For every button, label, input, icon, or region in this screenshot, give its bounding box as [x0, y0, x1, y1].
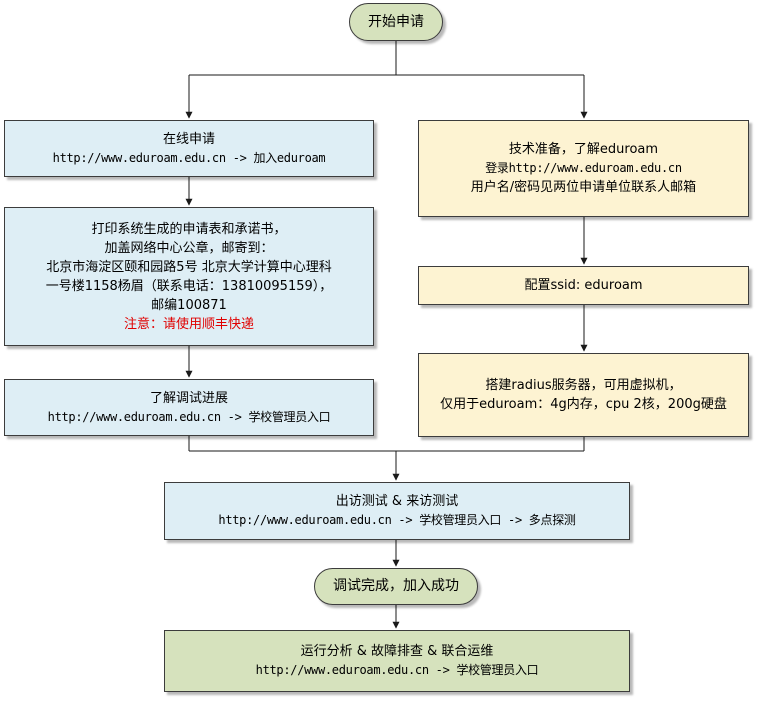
radius-setup-line-2: 仅用于eduroam：4g内存，cpu 2核，200g硬盘: [440, 397, 727, 412]
visit-test-title: 出访测试 & 来访测试: [335, 494, 459, 509]
operations-url: http://www.eduroam.edu.cn -> 学校管理员入口: [255, 663, 539, 677]
progress-title: 了解调试进展: [149, 390, 228, 406]
radius-setup-box: 搭建radius服务器，可用虚拟机， 仅用于eduroam：4g内存，cpu 2…: [418, 353, 749, 437]
mail-address-line-2: 一号楼1158杨眉（联系电话：13810095159），: [45, 278, 333, 294]
operations-box: 运行分析 & 故障排查 & 联合运维 http://www.eduroam.ed…: [164, 630, 630, 692]
online-apply-box: 在线申请 http://www.eduroam.edu.cn -> 加入edur…: [4, 120, 374, 177]
operations-title: 运行分析 & 故障排查 & 联合运维: [300, 644, 494, 659]
start-node: 开始申请: [349, 3, 443, 41]
start-label: 开始申请: [368, 13, 424, 30]
done-node: 调试完成，加入成功: [314, 568, 478, 605]
tech-prep-box: 技术准备，了解eduroam 登录http://www.eduroam.edu.…: [418, 120, 749, 217]
visit-test-url: http://www.eduroam.edu.cn -> 学校管理员入口 -> …: [218, 513, 576, 527]
online-apply-url: http://www.eduroam.edu.cn -> 加入eduroam: [52, 150, 326, 165]
tech-prep-line-1: 技术准备，了解eduroam: [508, 142, 659, 157]
radius-setup-line-1: 搭建radius服务器，可用虚拟机，: [485, 378, 682, 393]
done-label: 调试完成，加入成功: [333, 578, 459, 594]
tech-prep-line-3: 用户名/密码见两位申请单位联系人邮箱: [470, 180, 697, 195]
tech-prep-line-2: 登录http://www.eduroam.edu.cn: [485, 161, 682, 175]
ssid-config-box: 配置ssid: eduroam: [418, 266, 749, 305]
courier-notice: 注意：请使用顺丰快递: [123, 316, 254, 332]
print-line-1: 打印系统生成的申请表和承诺书，: [91, 221, 287, 237]
print-mail-box: 打印系统生成的申请表和承诺书， 加盖网络中心公章，邮寄到： 北京市海淀区颐和园路…: [4, 207, 374, 346]
progress-url: http://www.eduroam.edu.cn -> 学校管理员入口: [47, 409, 331, 424]
mail-postcode: 邮编100871: [151, 297, 227, 313]
ssid-config-label: 配置ssid: eduroam: [524, 278, 643, 293]
print-line-2: 加盖网络中心公章，邮寄到：: [104, 240, 274, 256]
mail-address-line-1: 北京市海淀区颐和园路5号 北京大学计算中心理科: [46, 259, 332, 275]
online-apply-title: 在线申请: [162, 131, 215, 147]
progress-box: 了解调试进展 http://www.eduroam.edu.cn -> 学校管理…: [4, 379, 374, 436]
visit-test-box: 出访测试 & 来访测试 http://www.eduroam.edu.cn ->…: [164, 482, 630, 540]
